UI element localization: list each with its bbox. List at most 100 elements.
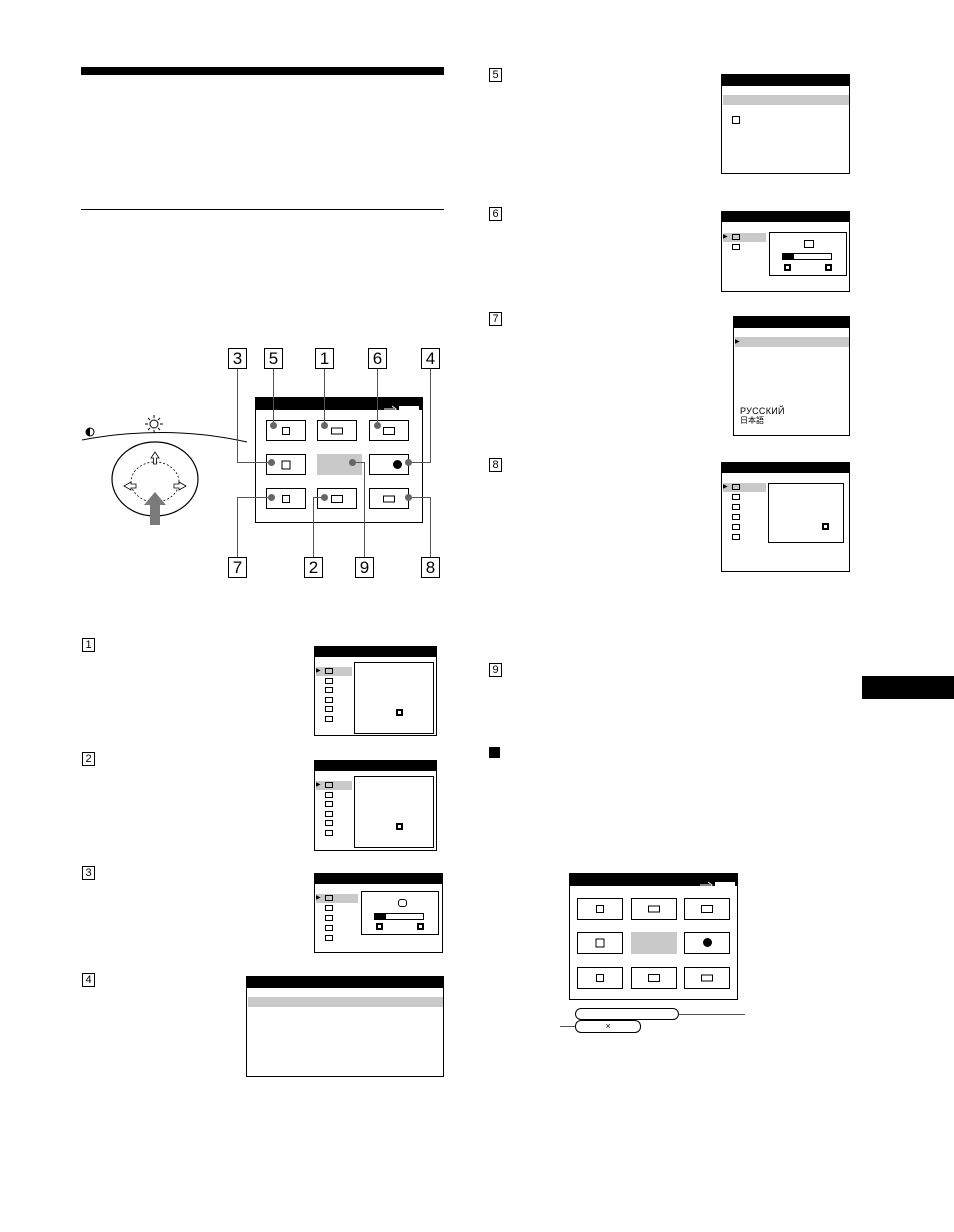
- menu-button-7[interactable]: [266, 488, 306, 509]
- convergence-icon: [331, 494, 343, 503]
- item-8-next-button[interactable]: [822, 523, 829, 530]
- language-russian[interactable]: РУССКИЙ: [740, 406, 785, 416]
- bottom-button-options[interactable]: [684, 967, 730, 989]
- leader-dot-4: [405, 459, 412, 466]
- bottom-zoom-icon: [701, 905, 713, 913]
- item-8-icon-e: [732, 524, 740, 530]
- item-1-icon-c: [325, 687, 333, 693]
- bottom-pill-bottom-leader: [560, 1026, 575, 1027]
- item-8-screen: ▶: [721, 462, 850, 572]
- bottom-pill-bottom: ×: [575, 1020, 641, 1033]
- item-7-number: 7: [489, 312, 502, 326]
- leader-4: [430, 369, 431, 463]
- bottom-geometry-icon: [595, 938, 605, 948]
- item-1-number: 1: [82, 638, 95, 652]
- bottom-size-icon: [648, 905, 660, 913]
- item-8-icon-d: [732, 514, 740, 520]
- item-3-number: 3: [82, 866, 95, 880]
- item-2-next-button[interactable]: [396, 823, 403, 830]
- item-3-icon-c: [325, 915, 333, 921]
- leader-dot-2: [321, 494, 328, 501]
- leader-dot-7: [268, 494, 275, 501]
- item-1-next-button[interactable]: [396, 709, 403, 716]
- help-icon: [393, 460, 402, 469]
- label-2-main: 2: [304, 557, 323, 578]
- item-2-panel: [354, 776, 434, 848]
- label-1-main: 1: [315, 348, 334, 369]
- bottom-convergence-icon: [648, 974, 660, 982]
- leader-dot-8: [405, 494, 412, 501]
- item-2-icon-d: [325, 811, 333, 817]
- item-3-icon-e: [325, 935, 333, 941]
- item-6-icon-a: [732, 234, 740, 240]
- bottom-help-icon: [703, 938, 712, 947]
- item-4-screen: [246, 976, 444, 1077]
- bottom-button-geometry[interactable]: [577, 932, 623, 954]
- bottom-button-zoom[interactable]: [684, 898, 730, 920]
- bottom-button-highlight[interactable]: [631, 932, 677, 954]
- item-8-number: 8: [489, 458, 502, 472]
- bottom-button-convergence[interactable]: [631, 967, 677, 989]
- label-4-main: 4: [421, 348, 440, 369]
- item-3-minus-button[interactable]: [376, 923, 383, 930]
- bottom-button-language[interactable]: [577, 967, 623, 989]
- label-7-main: 7: [228, 557, 247, 578]
- bottom-exit-arrow-icon: [700, 876, 736, 889]
- item-8-icon-b: [732, 494, 740, 500]
- item-3-plus-button[interactable]: [417, 923, 424, 930]
- bottom-options-icon: [701, 974, 713, 982]
- item-9-number: 9: [489, 663, 502, 677]
- leader-7: [237, 497, 238, 557]
- leader-9: [364, 462, 365, 557]
- leader-5: [273, 369, 274, 424]
- item-3-panel: [361, 891, 439, 935]
- leader-dot-6: [374, 422, 381, 429]
- label-6-main: 6: [368, 348, 387, 369]
- item-6-panel: [769, 232, 847, 276]
- item-3-panel-icon: [398, 899, 407, 907]
- label-5-main: 5: [264, 348, 283, 369]
- item-3-slider[interactable]: [374, 913, 424, 920]
- item-6-slider[interactable]: [782, 253, 832, 260]
- item-8-icon-c: [732, 504, 740, 510]
- language-icon: [282, 494, 290, 503]
- item-6-screen: ▶: [721, 211, 850, 292]
- item-1-icon-f: [325, 716, 333, 722]
- size-icon: [331, 427, 343, 434]
- leader-3: [237, 369, 238, 463]
- menu-button-2[interactable]: [317, 488, 357, 509]
- bottom-pill-top-leader: [679, 1014, 745, 1015]
- menu-button-4[interactable]: [369, 454, 409, 475]
- item-6-minus-button[interactable]: [784, 264, 791, 271]
- section-bullet: [489, 747, 500, 758]
- item-1-icon-a: [325, 668, 333, 674]
- label-3-main: 3: [228, 348, 247, 369]
- control-panel-illustration: [81, 412, 252, 527]
- item-5-number: 5: [489, 68, 502, 82]
- menu-button-3[interactable]: [266, 454, 306, 475]
- bottom-button-size[interactable]: [631, 898, 677, 920]
- language-japanese[interactable]: 日本語: [740, 416, 764, 425]
- item-2-icon-e: [325, 820, 333, 826]
- bottom-button-help[interactable]: [684, 932, 730, 954]
- main-menu-screen: [255, 397, 423, 523]
- bottom-menu-screen: [569, 873, 738, 1000]
- leader-7h: [237, 497, 270, 498]
- item-2-number: 2: [82, 752, 95, 766]
- item-1-icon-e: [325, 706, 333, 712]
- leader-dot-5: [270, 422, 277, 429]
- item-6-icon-b: [732, 244, 740, 250]
- bottom-button-center[interactable]: [577, 898, 623, 920]
- item-3-icon-a: [325, 895, 333, 901]
- item-5-screen: [721, 74, 850, 174]
- leader-dot-9: [349, 459, 356, 466]
- leader-1: [324, 369, 325, 424]
- item-1-icon-d: [325, 697, 333, 703]
- item-8-icon-a: [732, 484, 740, 490]
- item-6-plus-button[interactable]: [825, 264, 832, 271]
- item-3-screen: ▶: [314, 873, 443, 953]
- leader-3h: [237, 462, 270, 463]
- menu-button-8[interactable]: [369, 488, 409, 509]
- leader-9h: [352, 462, 365, 463]
- leader-2: [313, 497, 314, 557]
